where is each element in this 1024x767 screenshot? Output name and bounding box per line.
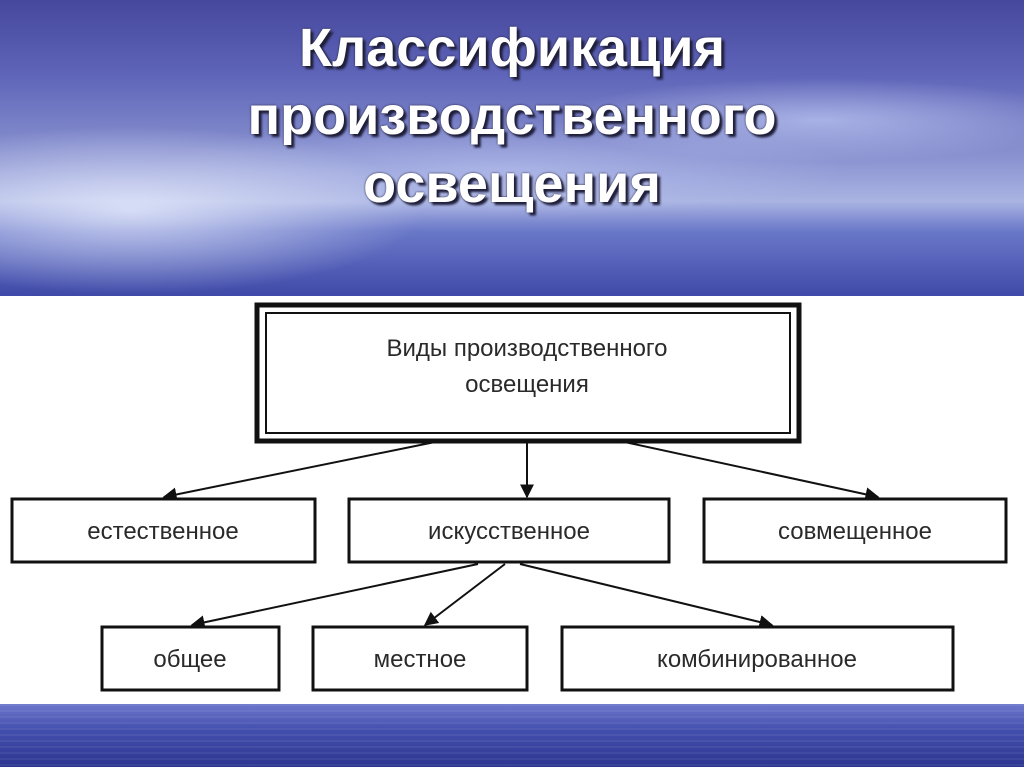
sea-background [0,704,1024,767]
node-natural-label: естественное [87,518,238,545]
slide-title: Классификация производственного освещени… [0,14,1024,218]
title-line-3: освещения [363,154,661,214]
node-artificial: искусственное [347,497,671,564]
node-combined-label: совмещенное [778,518,932,545]
arrow-root-to-natural [162,440,441,502]
root-node: Виды производственного освещения [254,302,802,444]
arrow-root-to-combined [619,440,880,502]
node-local-label: местное [374,646,467,673]
root-node-line-1: Виды производственного [387,335,668,362]
arrow-artificial-to-general [190,563,479,630]
title-line-1: Классификация [299,18,725,78]
node-general: общее [100,625,281,692]
node-combined: совмещенное [702,497,1008,564]
node-artificial-label: искусственное [428,518,590,545]
sky-background [0,0,1024,296]
root-node-inner-border [265,312,791,434]
node-mixed: комбинированное [560,625,955,692]
node-local: местное [311,625,529,692]
arrow-artificial-to-local [423,563,506,626]
node-natural: естественное [10,497,317,564]
node-mixed-label: комбинированное [657,646,857,673]
root-node-line-2: освещения [465,371,589,398]
node-general-label: общее [153,646,226,673]
arrow-artificial-to-mixed [519,563,774,629]
title-line-2: производственного [247,86,777,146]
